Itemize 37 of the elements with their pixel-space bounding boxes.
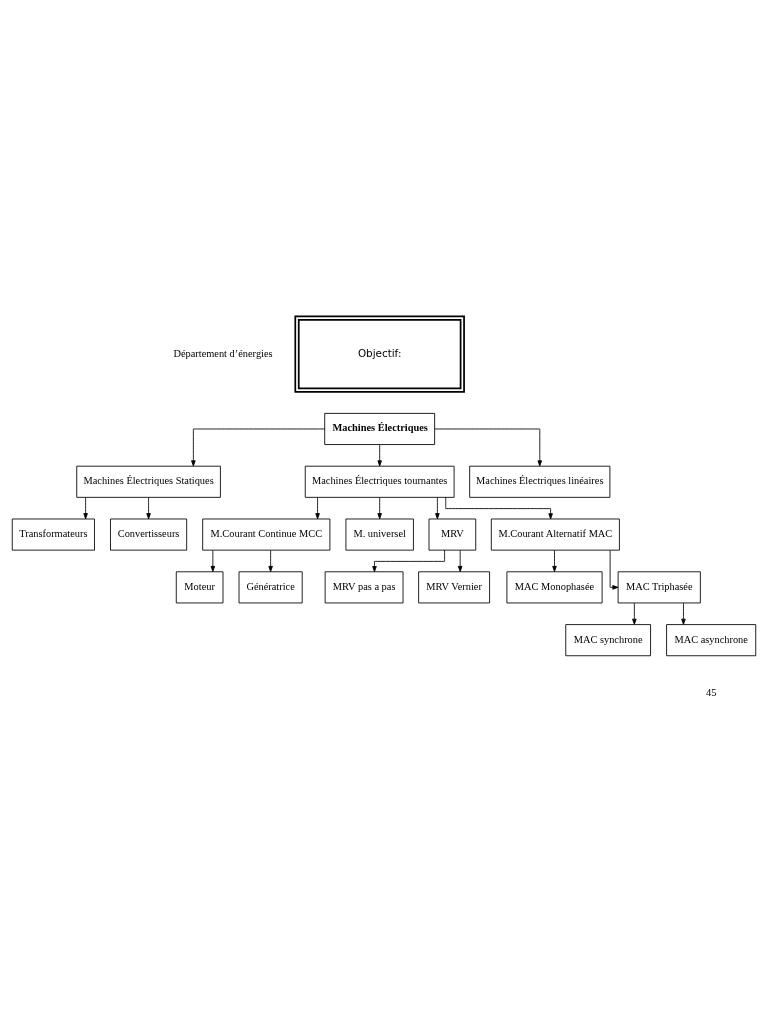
node-box: MRV Vernier bbox=[418, 570, 491, 603]
node-box: MRV bbox=[428, 518, 477, 551]
label: Département d’énergies bbox=[173, 347, 273, 359]
node-box: Convertisseurs bbox=[110, 518, 188, 551]
arrow bbox=[552, 549, 557, 572]
node-box: M.Courant Continue MCC bbox=[202, 518, 331, 551]
node-box: MRV pas a pas bbox=[324, 570, 404, 603]
arrow bbox=[457, 549, 463, 572]
arrow bbox=[435, 496, 440, 519]
node-box: Transformateurs bbox=[11, 518, 95, 551]
node-box: Génératrice bbox=[238, 570, 303, 603]
arrow bbox=[377, 443, 382, 466]
node-box: Machines Électriques Statiques bbox=[76, 465, 221, 498]
arrow bbox=[268, 549, 273, 572]
node-box: Machines Électriques bbox=[324, 412, 436, 445]
label: 45 bbox=[705, 686, 717, 698]
node-box: M.Courant Alternatif MAC bbox=[490, 518, 620, 551]
arrow bbox=[609, 549, 619, 590]
arrow bbox=[681, 602, 686, 625]
arrow bbox=[632, 602, 637, 625]
node-box: MAC Triphasée bbox=[617, 570, 701, 603]
node-box: Machines Électriques tournantes bbox=[304, 465, 455, 498]
arrow bbox=[372, 549, 446, 572]
node-box: M. universel bbox=[345, 518, 414, 551]
node-box: Moteur bbox=[175, 570, 224, 603]
arrow bbox=[191, 428, 325, 466]
arrow bbox=[315, 496, 320, 519]
node-box: MAC Monophasée bbox=[506, 570, 603, 603]
node-box: MAC asynchrone bbox=[666, 623, 757, 656]
arrow bbox=[377, 496, 382, 519]
node-box: Machines Électriques linéaires bbox=[469, 465, 611, 498]
arrow bbox=[210, 549, 216, 572]
arrow bbox=[445, 496, 553, 519]
node-box: MAC synchrone bbox=[565, 623, 651, 656]
arrow bbox=[83, 496, 88, 519]
arrow bbox=[146, 496, 151, 519]
arrow bbox=[434, 428, 543, 466]
